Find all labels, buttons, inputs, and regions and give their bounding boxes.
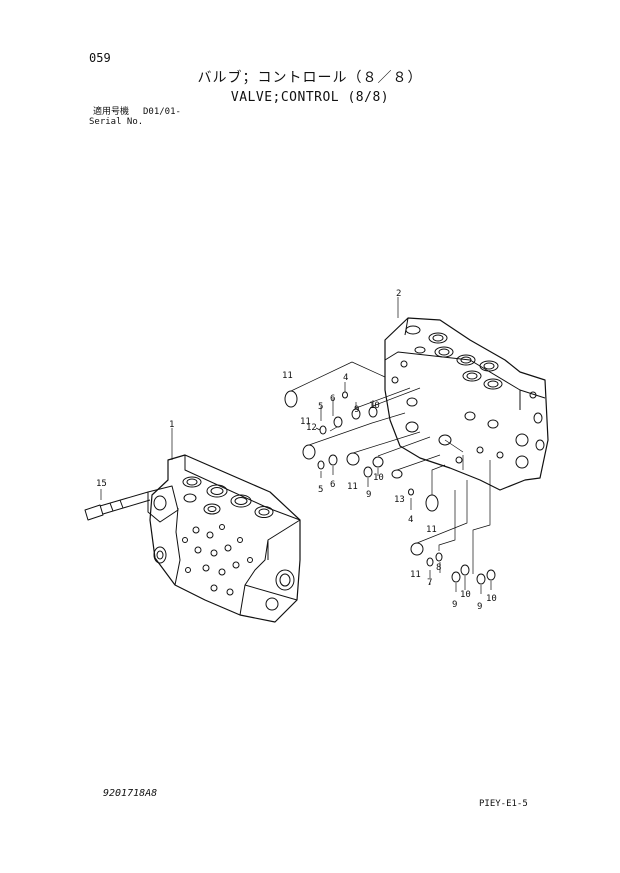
callout-6a: 6 <box>330 394 335 404</box>
bolt-part-15 <box>84 491 151 521</box>
callout-6b: 6 <box>330 480 335 490</box>
callout-9b: 9 <box>366 490 371 500</box>
callout-1: 1 <box>169 420 174 430</box>
valve-body-right <box>384 317 549 491</box>
callout-9d: 9 <box>477 602 482 612</box>
page-title-japanese: バルブ；コントロール（８／８） <box>197 70 423 86</box>
callout-11e: 11 <box>300 417 311 427</box>
callout-10d: 10 <box>486 594 497 604</box>
page-reference: PIEY-E1-5 <box>479 799 528 809</box>
serial-value: D01/01- <box>143 107 181 117</box>
callout-10a: 10 <box>369 401 380 411</box>
callout-15: 15 <box>96 479 107 489</box>
callout-5b: 5 <box>318 485 323 495</box>
callout-labels: 1 2 4 4 5 5 6 6 7 8 9 9 9 9 10 10 10 10 … <box>96 289 497 612</box>
callout-12: 12 <box>306 423 317 433</box>
page-title-english: VALVE;CONTROL (8/8) <box>230 90 390 105</box>
callout-4b: 4 <box>408 515 413 525</box>
callout-10c: 10 <box>460 590 471 600</box>
callout-8: 8 <box>436 563 441 573</box>
drawing-number: 9201718A8 <box>103 788 158 799</box>
callout-7: 7 <box>427 578 432 588</box>
callout-5a: 5 <box>318 402 323 412</box>
callout-4a: 4 <box>343 373 348 383</box>
callout-11a: 11 <box>282 371 293 381</box>
callout-2: 2 <box>396 289 401 299</box>
leader-lines <box>100 297 492 594</box>
callout-13: 13 <box>394 495 405 505</box>
page-number: 059 <box>89 51 111 65</box>
serial-label-english: Serial No. <box>89 117 144 127</box>
callout-11b: 11 <box>347 482 358 492</box>
callout-11d: 11 <box>410 570 421 580</box>
valve-body-left <box>147 454 301 623</box>
callout-9c: 9 <box>452 600 457 610</box>
serial-label-japanese: 適用号機 <box>93 107 130 117</box>
callout-10b: 10 <box>373 473 384 483</box>
callout-9a: 9 <box>354 405 359 415</box>
callout-11c: 11 <box>426 525 437 535</box>
